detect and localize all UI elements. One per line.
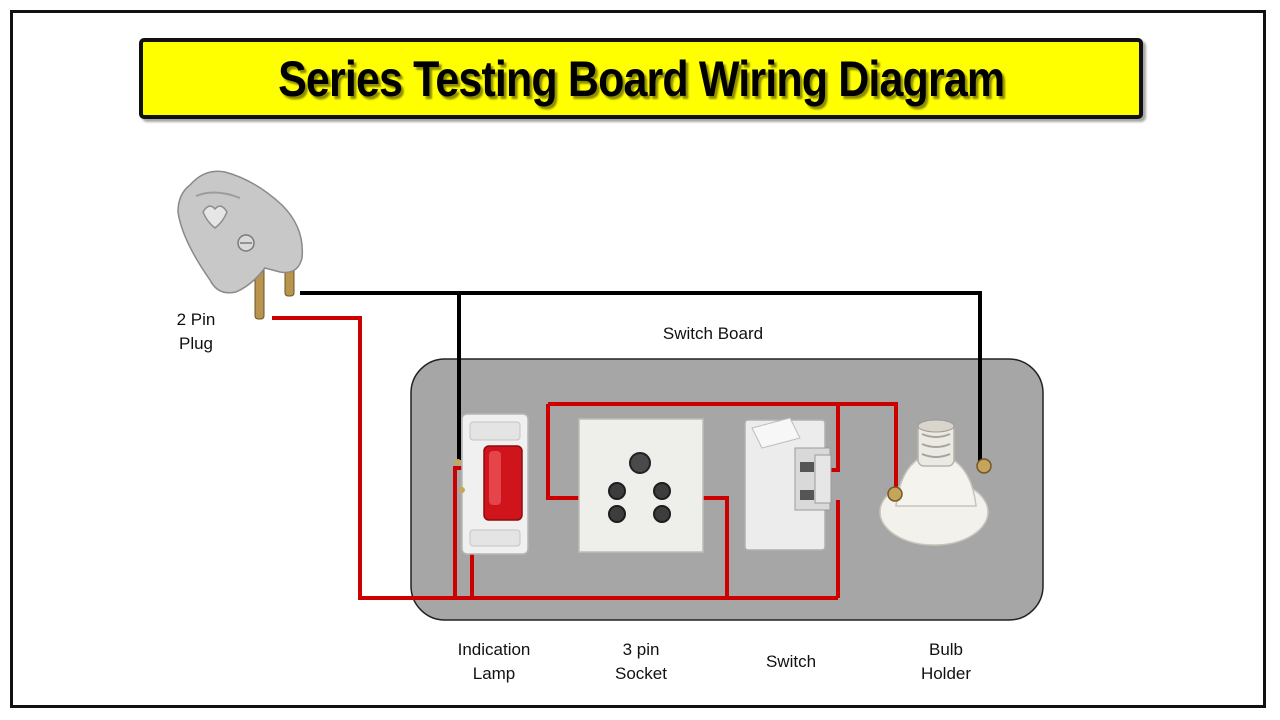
plug-label-line-2: Plug [178,334,214,353]
plug-icon [177,170,304,320]
indication-lamp-icon [455,413,529,555]
switch-board-label: Switch Board [662,324,764,343]
indication-lamp-label-line-2: Lamp [472,664,516,683]
bulb-holder-label-line-2: Holder [920,664,972,683]
socket-label: 3 pin Socket [591,638,691,686]
socket-label-line-2: Socket [615,664,667,683]
switch-label: Switch [765,652,817,671]
bulb-holder-label: Bulb Holder [896,638,996,686]
title-banner: Series Testing Board Wiring Diagram [139,38,1143,119]
switch-board-panel [410,358,1044,621]
socket-icon [578,418,704,553]
indication-lamp-label-line-1: Indication [457,640,531,659]
switch-icon [744,417,832,551]
plug-label-line-1: 2 Pin [176,310,216,329]
bulb-holder-icon [879,419,992,546]
bulb-holder-label-line-1: Bulb [928,640,964,659]
neutral-wires [300,291,982,462]
plug-label: 2 Pin Plug [160,308,232,356]
diagram-frame [10,10,1266,708]
indication-lamp-label: Indication Lamp [438,638,550,686]
page-title: Series Testing Board Wiring Diagram [277,50,1005,107]
socket-label-line-1: 3 pin [622,640,660,659]
